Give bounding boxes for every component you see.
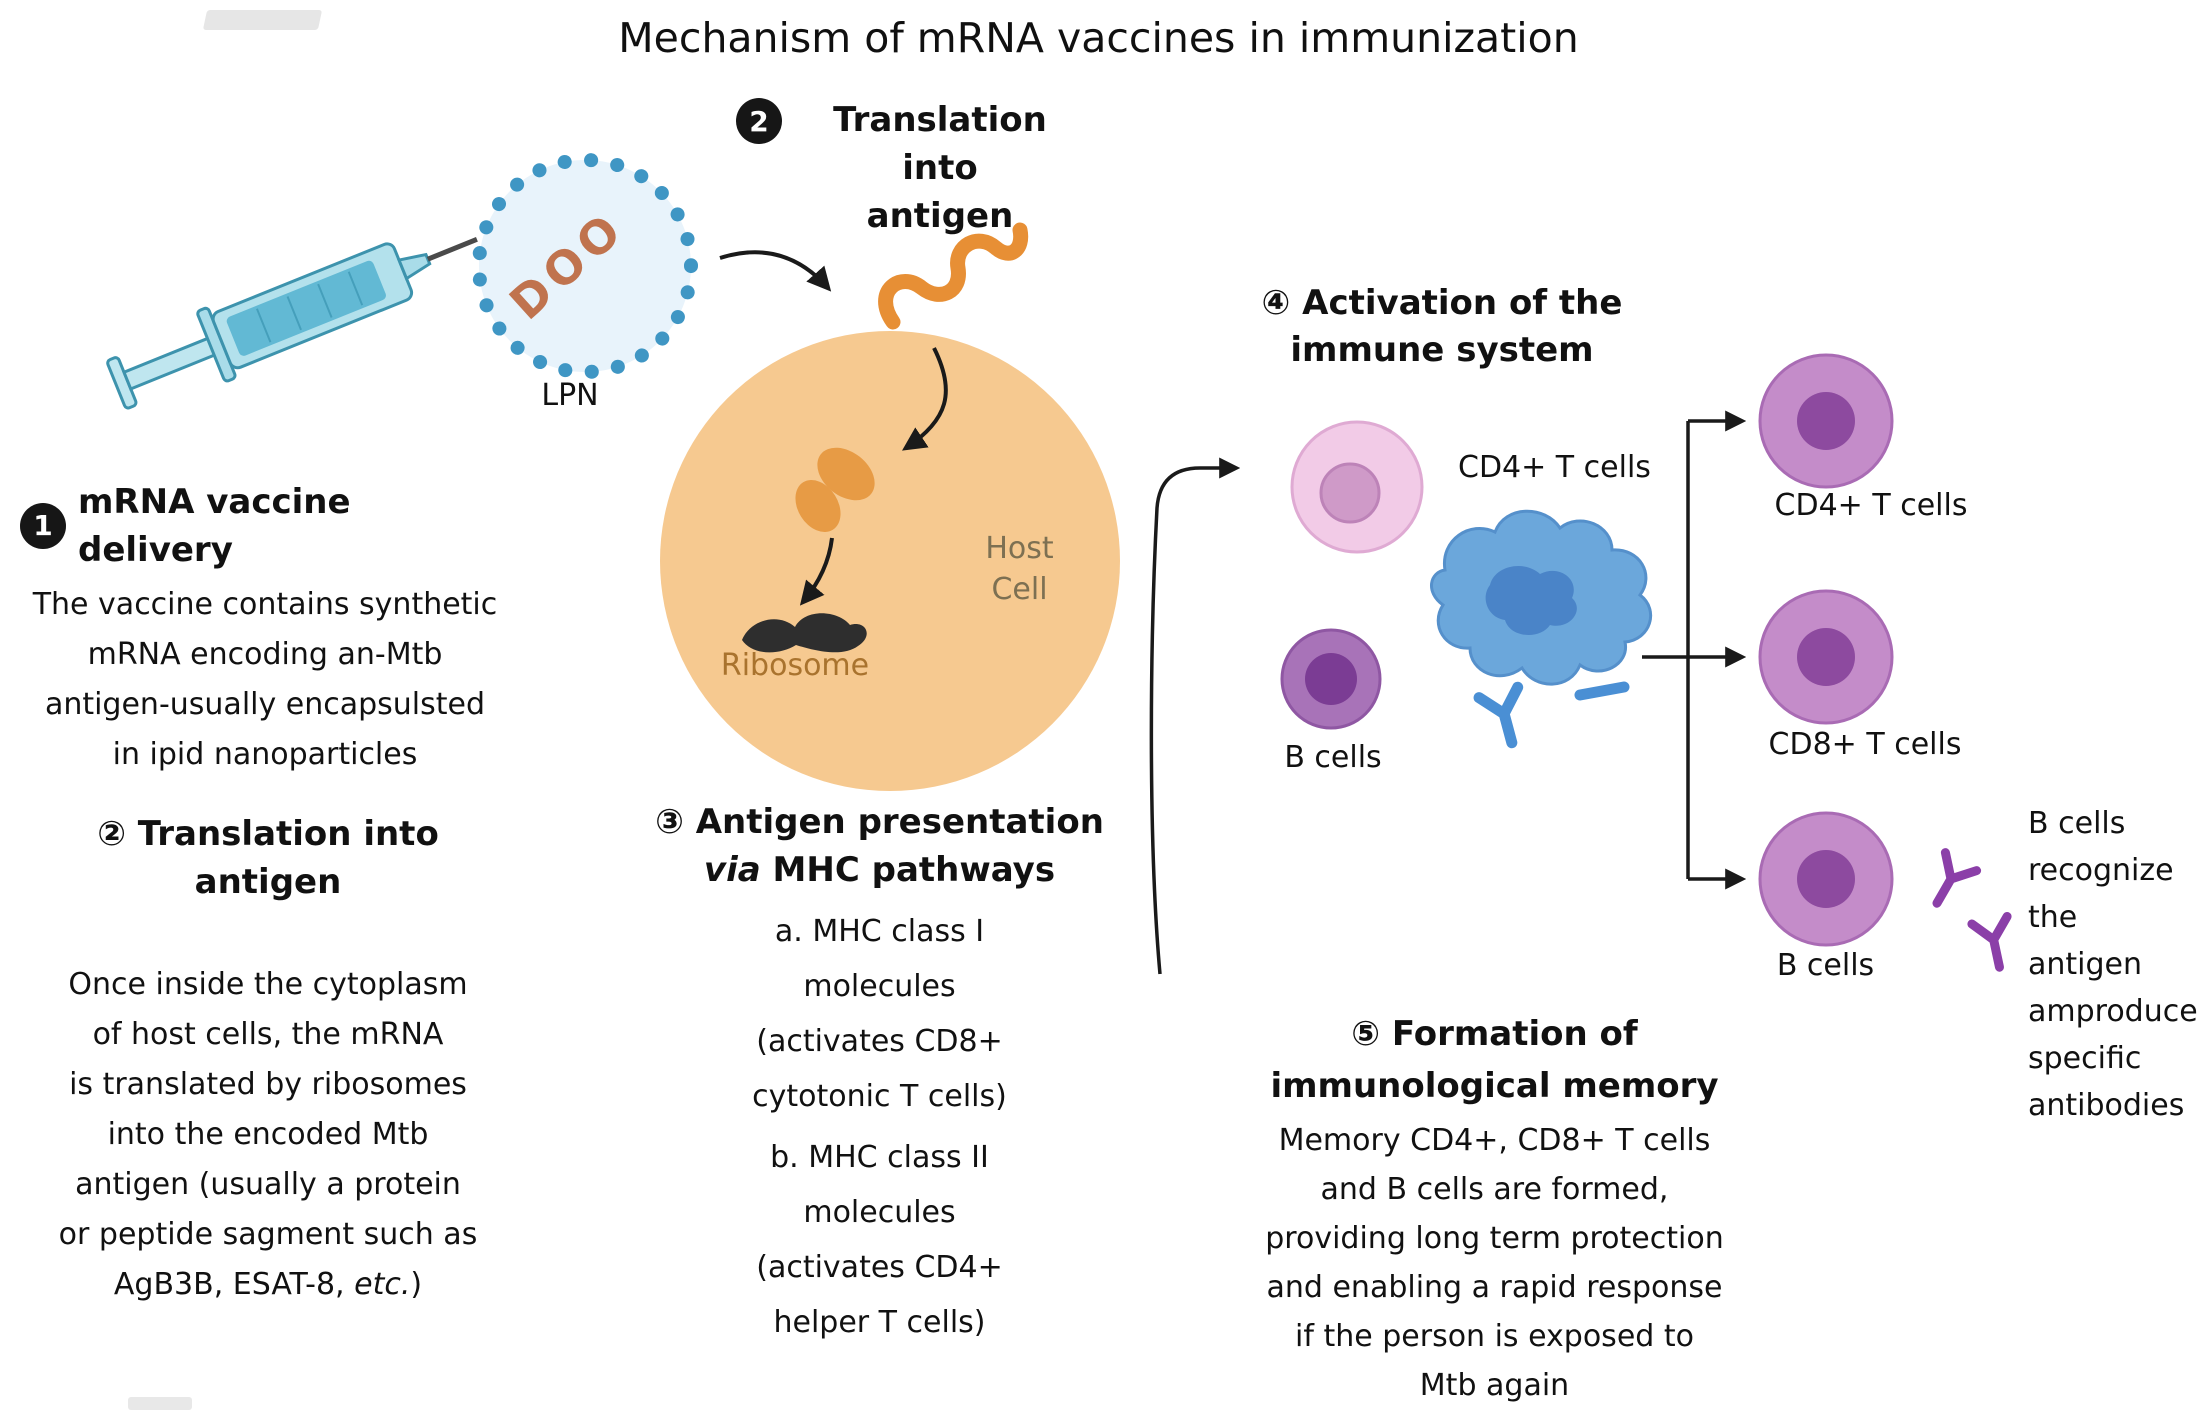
b-cells-label: B cells xyxy=(1284,740,1382,775)
step4-heading: ④ Activation of the immune system xyxy=(1261,283,1623,370)
cd4-t-cell-pink-icon xyxy=(1290,420,1424,554)
step2-body-close: ) xyxy=(410,1267,423,1302)
step3-heading-line2: via MHC pathways xyxy=(642,846,1117,894)
step2-body-etc: etc. xyxy=(354,1267,411,1302)
step1-body: The vaccine contains synthetic mRNA enco… xyxy=(32,587,498,772)
outcome-cd8-label: CD8+ T cells xyxy=(1768,727,1962,762)
arrow-antigen-to-ribosome xyxy=(799,537,834,606)
step5-block: ⑤ Formation of immunological memory Memo… xyxy=(1222,1008,1767,1410)
antigen-presenting-cell-icon xyxy=(1430,509,1653,686)
step3-mhc-text: MHC pathways xyxy=(760,850,1056,890)
step2-top-line1: Translation into xyxy=(833,100,1047,188)
arrow-antigen-into-cell xyxy=(902,347,948,451)
ribosome-shape xyxy=(742,613,867,653)
step2-body-text: Once inside the cytoplasm of host cells,… xyxy=(58,967,478,1302)
lpn-label: LPN xyxy=(541,378,599,413)
page-title: Mechanism of mRNA vaccines in immunizati… xyxy=(618,14,1579,62)
step5-body: Memory CD4+, CD8+ T cells and B cells ar… xyxy=(1265,1123,1724,1403)
antigen-protein-squiggle xyxy=(878,222,1029,330)
step2-body: Once inside the cytoplasm of host cells,… xyxy=(18,910,518,1310)
memory-cd8-cell-icon xyxy=(1758,589,1894,725)
lipid-nanoparticle-icon: DOO xyxy=(472,153,698,379)
step3-via-italic: via xyxy=(703,850,761,890)
outcome-cd4-label: CD4+ T cells xyxy=(1774,488,1968,523)
memory-cd4-cell-icon xyxy=(1758,353,1894,489)
step3-item-a: a. MHC class I molecules (activates CD8+… xyxy=(752,914,1007,1114)
syringe-icon xyxy=(106,237,478,410)
antigen-in-cell-blob xyxy=(795,447,875,533)
step2-block: ② Translation into antigen Once inside t… xyxy=(18,810,518,1310)
step5-heading: ⑤ Formation of immunological memory xyxy=(1270,1014,1719,1106)
step3-block: ③ Antigen presentation via MHC pathways … xyxy=(642,798,1117,1350)
antibody-purple-2-icon xyxy=(1967,912,2012,972)
antibody-blue-rod-icon xyxy=(1574,681,1630,701)
step3-heading-line1: ③ Antigen presentation xyxy=(655,802,1104,842)
step3-item-b: b. MHC class II molecules (activates CD4… xyxy=(756,1140,1003,1340)
branch-arrows xyxy=(1642,410,1747,890)
step1-heading: 1 mRNA vaccine delivery xyxy=(20,478,510,574)
cd4-t-cells-label: CD4+ T cells xyxy=(1458,450,1651,485)
arrow-lpn-to-antigen xyxy=(719,250,832,292)
b-cells-note: B cells recognize the antigen amproduce … xyxy=(2028,806,2197,1123)
step2-badge: 2 xyxy=(736,98,782,144)
step1-block: 1 mRNA vaccine delivery The vaccine cont… xyxy=(20,478,510,780)
step1-heading-text: mRNA vaccine delivery xyxy=(78,482,351,570)
outcome-b-label: B cells xyxy=(1776,948,1875,983)
b-cell-left-icon xyxy=(1280,628,1382,730)
host-cell-label: Host Cell xyxy=(985,531,1054,607)
step2-heading: ② Translation into antigen xyxy=(97,814,439,902)
step1-badge: 1 xyxy=(20,503,66,549)
step2-top-line2: antigen xyxy=(866,196,1014,236)
scan-artifact-bottom xyxy=(128,1397,192,1410)
host-cell-circle xyxy=(660,331,1120,791)
arrow-to-immune-activation xyxy=(1149,457,1241,975)
ribosome-label: Ribosome xyxy=(720,648,870,683)
antibody-purple-1-icon xyxy=(1932,848,1982,908)
step2-top-heading: 2 Translation into antigen xyxy=(736,96,1080,240)
memory-b-cell-icon xyxy=(1758,811,1894,947)
antibody-blue-icon xyxy=(1473,681,1524,749)
